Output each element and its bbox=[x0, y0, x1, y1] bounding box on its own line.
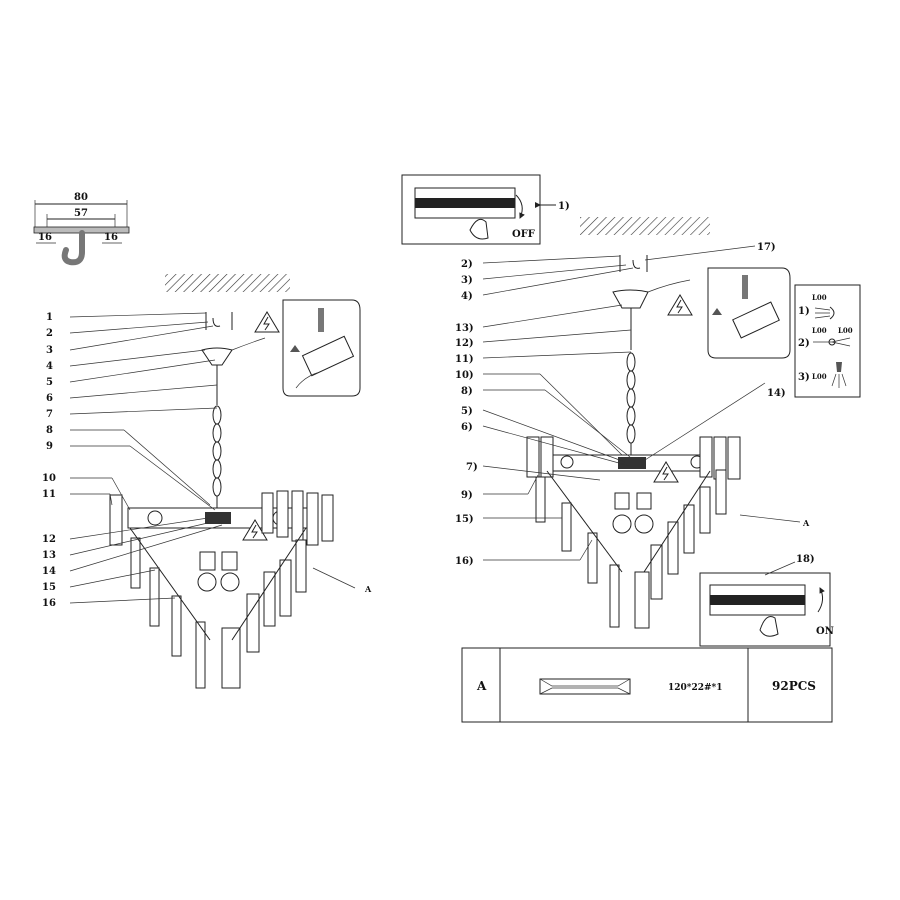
bracket-detail: 80 57 16 16 bbox=[33, 192, 130, 266]
label-13: 13 bbox=[42, 550, 56, 561]
wire-connector-icon bbox=[814, 307, 831, 319]
label-6: 6 bbox=[46, 393, 53, 404]
bulb-icon bbox=[197, 572, 217, 592]
bulb-icon bbox=[220, 572, 240, 592]
wiring-steps-panel: 1) L00 2) L00 L00 3) L00 bbox=[794, 284, 861, 398]
crystal-prism-icon bbox=[539, 678, 631, 695]
parts-table-id: A bbox=[476, 679, 487, 693]
label-1: 1 bbox=[46, 312, 53, 323]
label-7: 7 bbox=[46, 409, 53, 420]
rotate-arrow-icon bbox=[515, 194, 525, 219]
wiring-step-2-code-b: L00 bbox=[838, 326, 853, 335]
label-2: 2 bbox=[46, 328, 53, 339]
parts-table: A 120*22#*1 92PCS bbox=[461, 647, 833, 723]
label-12: 12 bbox=[42, 534, 56, 545]
left-assembly: 1 2 3 4 5 6 7 8 9 10 11 12 13 14 15 16 A bbox=[42, 274, 372, 689]
right-assembly: OFF 1) bbox=[401, 174, 861, 647]
switch-off-label: OFF bbox=[512, 229, 535, 240]
dim-overall-width: 80 bbox=[74, 192, 88, 203]
terminal-block-icon bbox=[301, 335, 355, 377]
label-r-7: 7) bbox=[466, 462, 478, 473]
part-labels-right: 2) 3) 4) 13) 12) 11) 10) 8) 5) 6) 7) 9) … bbox=[455, 242, 810, 567]
dim-right-flange: 16 bbox=[104, 232, 118, 243]
high-voltage-warning-icon bbox=[667, 294, 693, 316]
label-r-3: 3) bbox=[461, 275, 473, 286]
label-r-14: 14) bbox=[767, 388, 786, 399]
wiring-step-3-num: 3) bbox=[798, 372, 810, 383]
label-r-5: 5) bbox=[461, 406, 473, 417]
switch-on-label: ON bbox=[816, 626, 834, 637]
wiring-step-2-num: 2) bbox=[798, 338, 810, 349]
wiring-inset-right bbox=[667, 267, 791, 359]
label-14: 14 bbox=[42, 566, 56, 577]
label-r-9: 9) bbox=[461, 490, 473, 501]
high-voltage-warning-icon bbox=[242, 519, 268, 541]
rotate-arrow-icon bbox=[817, 587, 825, 613]
wire-connector-icon bbox=[318, 308, 324, 332]
label-part-a-left: A bbox=[364, 584, 372, 594]
wiring-step-1-num: 1) bbox=[798, 306, 810, 317]
step-1-label: 1) bbox=[558, 201, 570, 212]
terminal-block-icon bbox=[732, 301, 780, 339]
dim-inner-width: 57 bbox=[74, 208, 88, 219]
leader-lines-left bbox=[69, 312, 356, 604]
label-4: 4 bbox=[46, 361, 53, 372]
parts-table-qty: 92PCS bbox=[772, 679, 816, 693]
hand-pointer-icon bbox=[759, 616, 779, 637]
part-labels-left: 1 2 3 4 5 6 7 8 9 10 11 12 13 14 15 16 A bbox=[42, 312, 372, 609]
label-8: 8 bbox=[46, 425, 53, 436]
wiring-step-2-code: L00 bbox=[812, 326, 827, 335]
wiring-inset-left bbox=[254, 299, 361, 397]
label-r-17: 17) bbox=[757, 242, 776, 253]
label-10: 10 bbox=[42, 473, 56, 484]
hand-pointer-icon bbox=[290, 345, 300, 352]
label-5: 5 bbox=[46, 377, 53, 388]
label-r-2: 2) bbox=[461, 259, 473, 270]
label-18: 18) bbox=[796, 554, 815, 565]
parts-table-size: 120*22#*1 bbox=[668, 683, 723, 693]
bulb-icon bbox=[612, 514, 632, 534]
label-r-12: 12) bbox=[455, 338, 474, 349]
hook-icon bbox=[61, 230, 85, 266]
hand-pointer-icon bbox=[712, 308, 722, 315]
label-r-10: 10) bbox=[455, 370, 474, 381]
leader-lines-right bbox=[482, 245, 801, 561]
crystal-prism-icon bbox=[526, 436, 741, 629]
chain bbox=[212, 405, 222, 497]
hook-icon bbox=[212, 317, 221, 327]
label-r-6: 6) bbox=[461, 422, 473, 433]
label-r-11: 11) bbox=[455, 354, 474, 365]
ceiling-right bbox=[580, 217, 710, 235]
dim-left-flange: 16 bbox=[38, 232, 52, 243]
label-r-8: 8) bbox=[461, 386, 473, 397]
bulb-icon bbox=[634, 514, 654, 534]
hand-pointer-icon bbox=[469, 218, 489, 240]
wiring-step-3-code: L00 bbox=[812, 372, 827, 381]
label-15: 15 bbox=[42, 582, 56, 593]
label-11: 11 bbox=[42, 489, 56, 500]
high-voltage-warning-icon bbox=[254, 311, 280, 333]
hook-icon bbox=[632, 259, 641, 269]
bulb-icon bbox=[147, 510, 163, 526]
label-part-a-right: A bbox=[802, 518, 810, 528]
wire-connector-icon bbox=[742, 275, 748, 299]
label-r-15: 15) bbox=[455, 514, 474, 525]
wire-connector-icon bbox=[836, 362, 842, 372]
high-voltage-warning-icon bbox=[653, 461, 679, 483]
ceiling-left bbox=[165, 274, 290, 292]
label-9: 9 bbox=[46, 441, 53, 452]
wiring-step-1-code: L00 bbox=[812, 293, 827, 302]
label-r-4: 4) bbox=[461, 291, 473, 302]
label-r-16: 16) bbox=[455, 556, 474, 567]
switch-off-panel: OFF 1) bbox=[401, 174, 570, 245]
label-3: 3 bbox=[46, 345, 53, 356]
crystal-prism-icon bbox=[109, 490, 334, 689]
label-r-13: 13) bbox=[455, 323, 474, 334]
chain bbox=[626, 352, 636, 444]
label-16: 16 bbox=[42, 598, 56, 609]
bulb-icon bbox=[560, 455, 574, 469]
switch-on-panel: ON 18) bbox=[699, 554, 834, 647]
